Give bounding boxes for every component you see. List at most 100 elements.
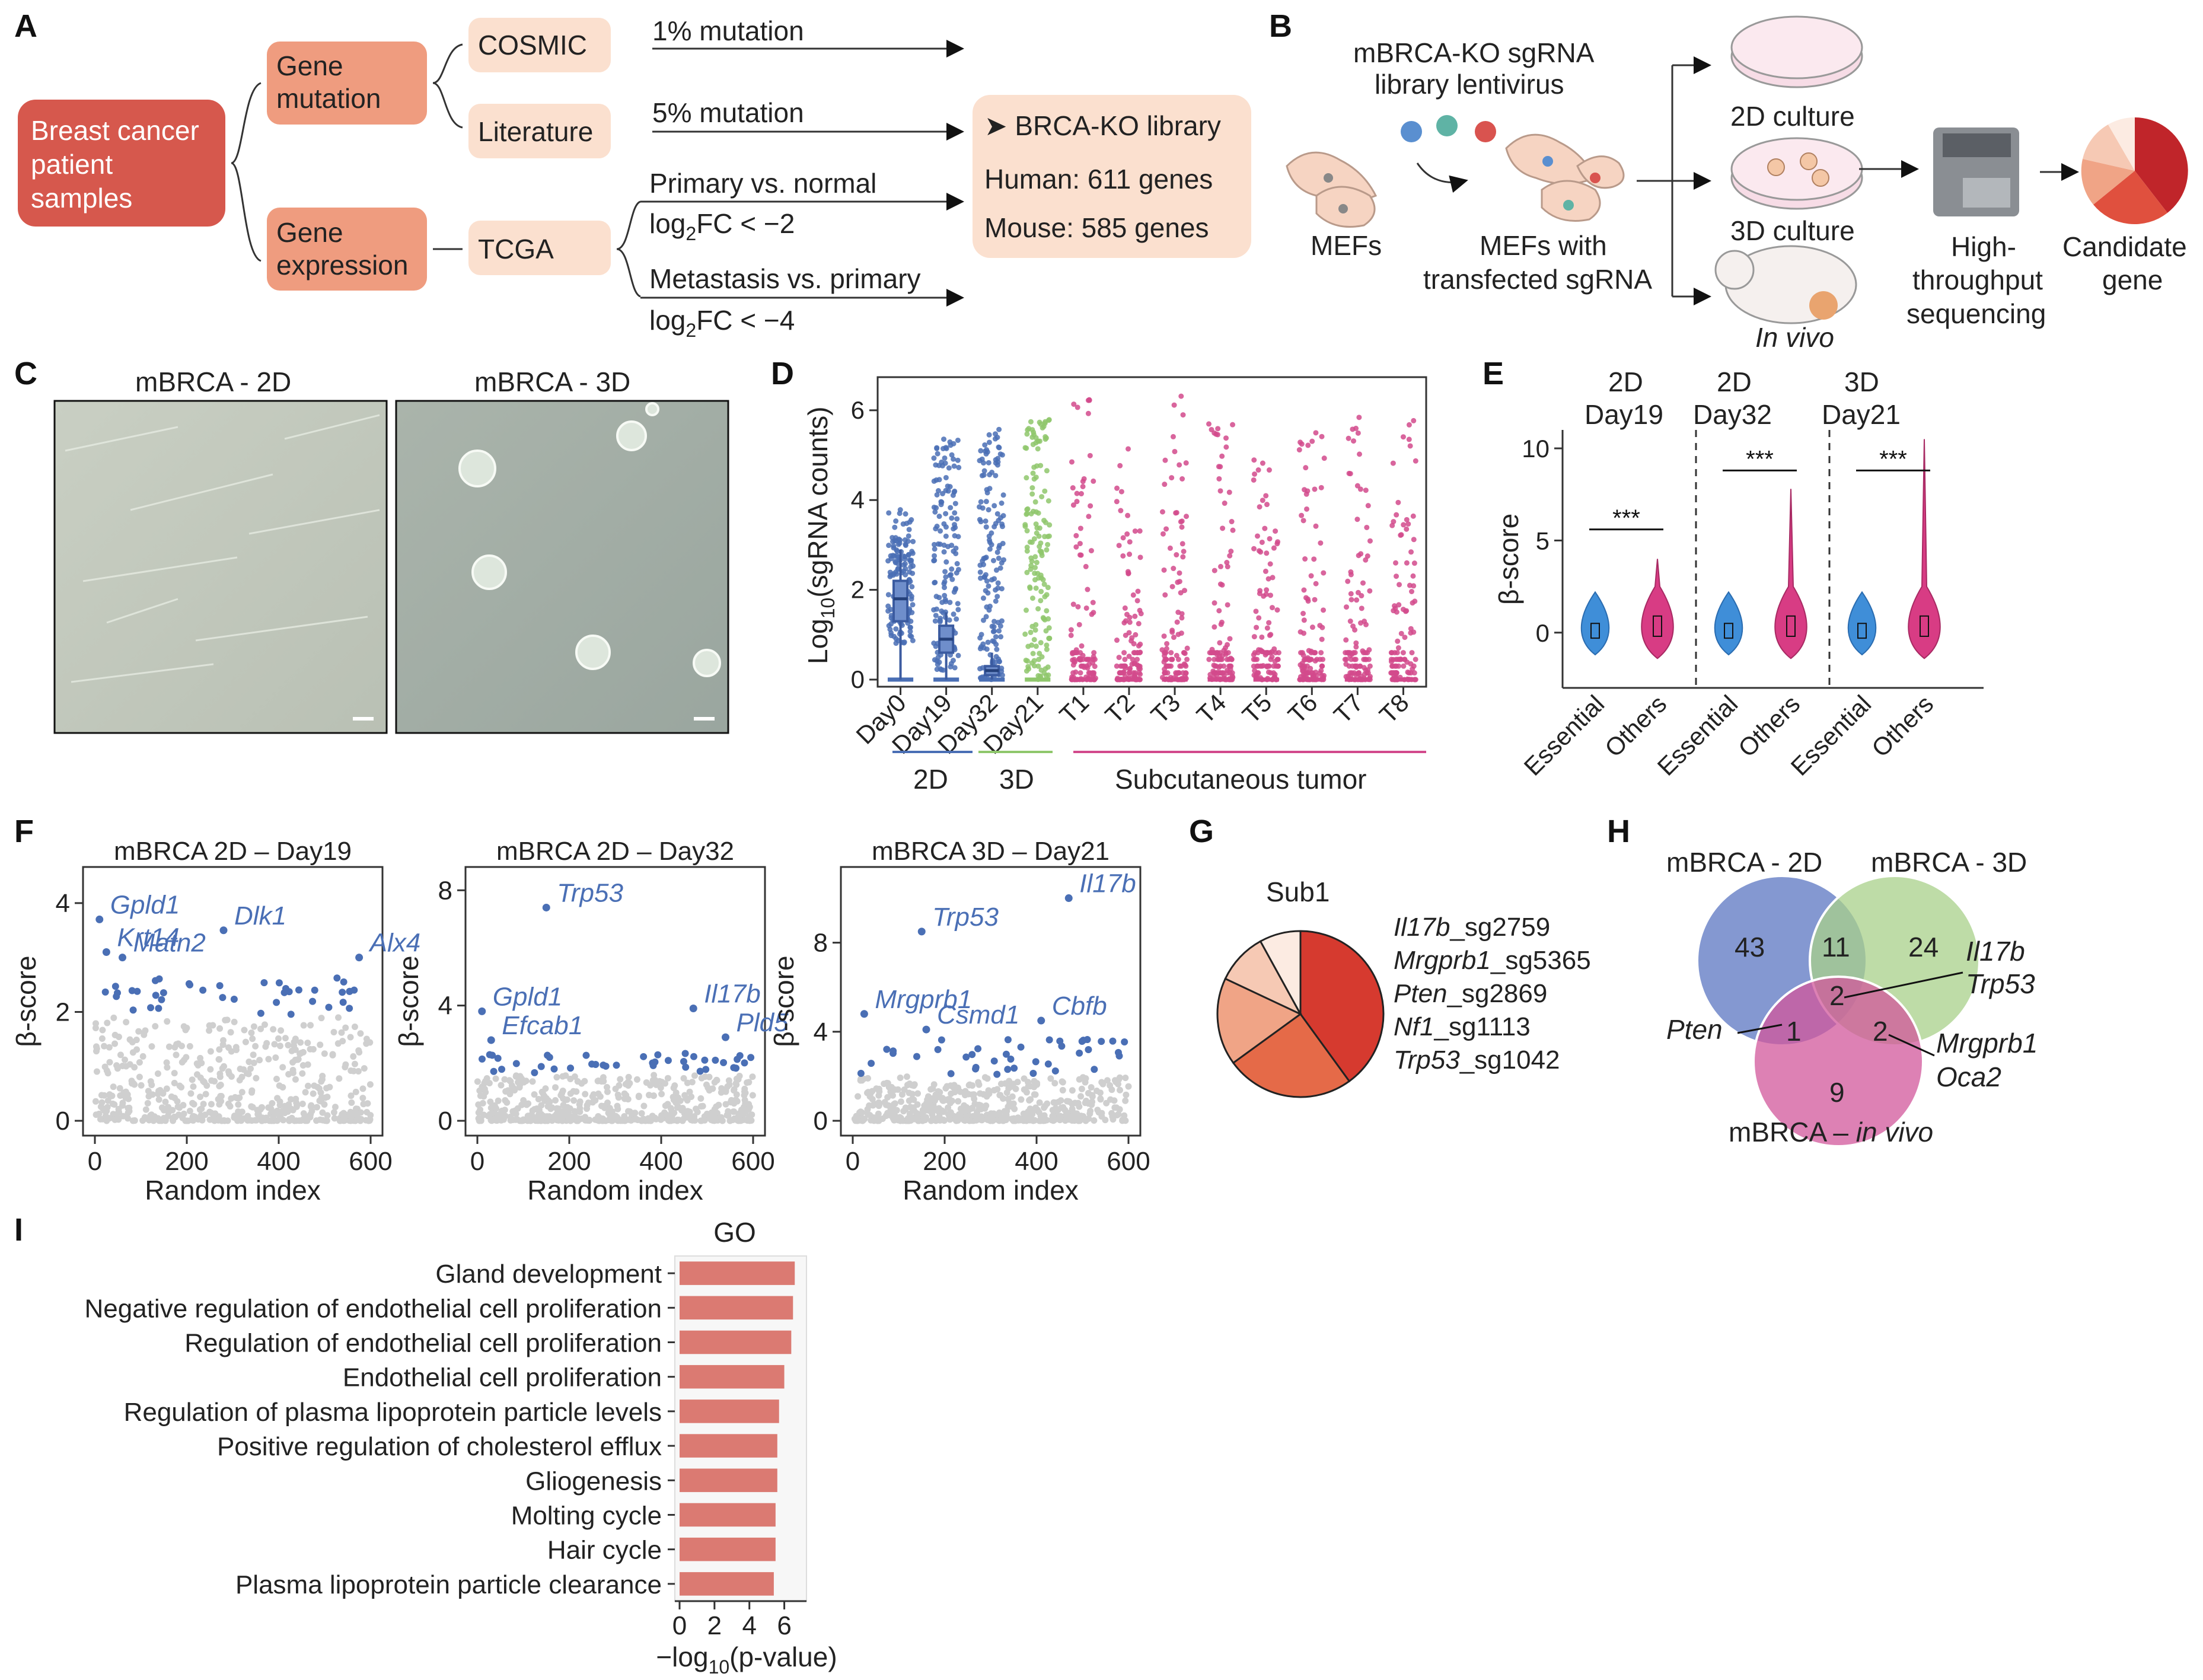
f-point-bg (910, 1115, 917, 1123)
d-point (1090, 600, 1096, 605)
d-point (941, 521, 947, 527)
f-point-bg (227, 1029, 234, 1036)
f-point-bg (559, 1112, 566, 1120)
f-point-bg (101, 1043, 108, 1050)
f-point-bg (1049, 1107, 1056, 1114)
f-point-bg (304, 1040, 311, 1047)
d-point (1075, 604, 1081, 610)
d-point (1260, 648, 1265, 654)
f-point-bg (106, 1044, 113, 1051)
d-point (1217, 488, 1223, 494)
d-point (1035, 606, 1041, 612)
f-point-bg (474, 1078, 481, 1085)
f-point-hit (275, 979, 283, 987)
f-point-bg (938, 1107, 945, 1114)
f-point-bg (228, 1073, 235, 1080)
f-point-bg (329, 1051, 336, 1059)
f-point-bg (914, 1101, 921, 1108)
f-point-bg (906, 1089, 913, 1096)
d-point (1397, 582, 1402, 588)
f-point-bg (253, 1075, 260, 1082)
d-point (980, 558, 986, 564)
d-point (1179, 541, 1185, 547)
d-point (1394, 609, 1399, 615)
d-point (901, 639, 907, 645)
f-point-bg (348, 1099, 355, 1106)
d-point (1119, 670, 1125, 676)
d-point (999, 665, 1005, 671)
d-point (1262, 525, 1268, 531)
e-box-essential (1590, 623, 1600, 639)
d-point (1135, 588, 1141, 594)
d-point (1076, 621, 1082, 627)
d-point (1136, 643, 1142, 649)
d-point (1365, 670, 1371, 676)
f-point-bg (940, 1116, 947, 1123)
bracket-source (231, 82, 262, 262)
d-plot-frame (876, 376, 1427, 688)
d-point (1404, 526, 1410, 532)
f-point-bg (543, 1113, 550, 1120)
f-point-bg (985, 1087, 992, 1094)
f-point-bg (576, 1108, 584, 1115)
f-point-bg (984, 1115, 991, 1123)
d-point (943, 445, 949, 451)
f-point-labeled (119, 954, 126, 962)
f-point-bg (1011, 1105, 1018, 1112)
d-point (1162, 670, 1168, 676)
f-point-bg (570, 1088, 577, 1095)
f-point-bg (680, 1115, 687, 1123)
f-ytick-label: 4 (814, 1018, 828, 1047)
f-point-bg (1113, 1104, 1120, 1111)
d-xtick-label: T2 (1099, 688, 1140, 729)
f-point-bg (250, 1023, 257, 1030)
f-point-hit (720, 1059, 728, 1066)
f-point-bg (581, 1078, 588, 1085)
d-point (1251, 664, 1257, 670)
f-point-labeled (219, 926, 228, 935)
f-point-bg (318, 1076, 326, 1083)
d-point (952, 533, 958, 538)
d-point (996, 628, 1002, 634)
d-point (1163, 663, 1169, 669)
d-point (1027, 539, 1033, 545)
d-point (1045, 616, 1051, 622)
f-point-bg (706, 1073, 713, 1080)
d-point (1178, 590, 1184, 596)
f-point-bg (914, 1090, 922, 1097)
d-point (1318, 668, 1324, 674)
d-point (987, 546, 993, 552)
f-point-bg (671, 1082, 678, 1089)
f-point-hit (1017, 1043, 1025, 1051)
d-point (1413, 656, 1418, 662)
e-box-essential (1724, 623, 1733, 639)
f-point-bg (633, 1076, 640, 1083)
d-point (1301, 617, 1307, 623)
i-xtick-label: 0 (672, 1611, 687, 1640)
f-point-bg (219, 1065, 226, 1072)
f-point-bg (733, 1091, 740, 1098)
f-point-bg (330, 1109, 337, 1116)
panel-label-c: C (14, 356, 37, 391)
f-point-bg (991, 1087, 998, 1094)
f-point-bg (263, 1040, 270, 1047)
d-point (955, 457, 961, 463)
f-point-hit (111, 983, 119, 990)
f-point-bg (228, 1095, 235, 1102)
f-point-bg (116, 1085, 123, 1092)
f-point-bg (664, 1112, 671, 1120)
f-point-bg (1036, 1099, 1043, 1106)
f-point-bg (336, 1075, 343, 1082)
f-point-bg (523, 1101, 530, 1108)
f-point-bg (115, 1034, 122, 1041)
d-point (1257, 588, 1263, 594)
f-point-bg (1035, 1108, 1042, 1115)
f-point-bg (318, 1015, 325, 1022)
d-point (1029, 595, 1035, 601)
micrograph-2d-title: mBRCA - 2D (135, 366, 291, 397)
f-point-hit (490, 1067, 498, 1075)
d-point (1029, 660, 1035, 666)
d-xtick-label: T1 (1054, 688, 1094, 729)
f-point-bg (929, 1085, 936, 1092)
